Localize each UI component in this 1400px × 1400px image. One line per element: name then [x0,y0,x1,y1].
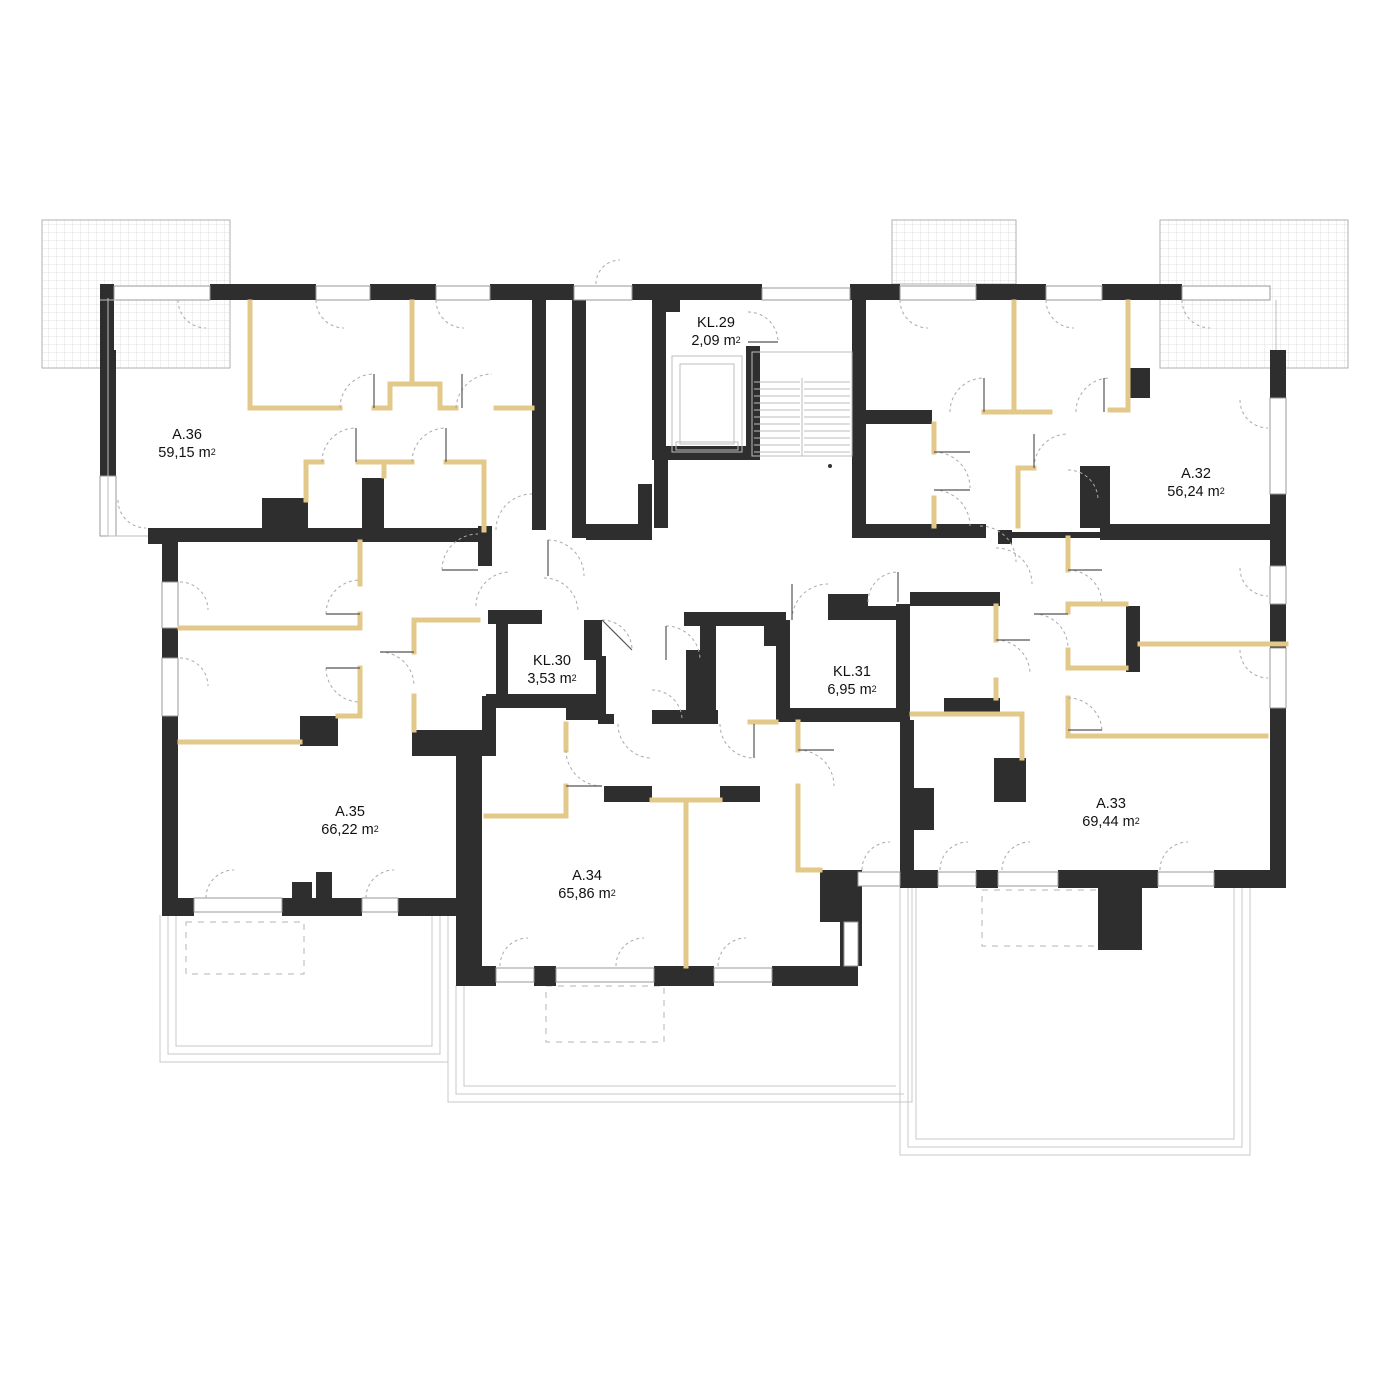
room-label-a34: A.34 65,86 m2 [558,867,615,903]
room-label-a36: A.36 59,15 m2 [158,426,215,462]
room-label-kl30: KL.30 3,53 m2 [527,652,576,688]
room-id: A.35 [335,804,365,820]
room-area: 6,95 m2 [827,682,877,698]
room-area: 3,53 m2 [527,671,577,687]
room-id: A.34 [572,868,602,884]
room-label-kl29: KL.29 2,09 m2 [691,314,740,350]
room-area: 56,24 m2 [1167,484,1225,500]
partitions [177,299,1289,969]
room-area: 2,09 m2 [691,333,741,349]
room-id: A.36 [172,427,202,443]
terrace-rails [159,885,1251,1156]
elevator [671,355,743,453]
room-label-a33: A.33 69,44 m2 [1082,795,1139,831]
door-swings [117,259,1269,967]
room-label-a32: A.32 56,24 m2 [1167,465,1224,501]
room-area: 66,22 m2 [321,822,379,838]
room-id: KL.30 [533,653,571,669]
room-area: 65,86 m2 [558,886,616,902]
room-label-kl31: KL.31 6,95 m2 [827,663,876,699]
room-id: KL.31 [833,664,871,680]
room-area: 69,44 m2 [1082,814,1140,830]
room-id: A.32 [1181,466,1211,482]
room-area: 59,15 m2 [158,445,216,461]
room-id: A.33 [1096,796,1126,812]
staircase [751,351,853,468]
windows [99,285,1287,983]
room-id: KL.29 [697,315,735,331]
exterior-walls [100,284,1286,986]
room-label-a35: A.35 66,22 m2 [321,803,378,839]
